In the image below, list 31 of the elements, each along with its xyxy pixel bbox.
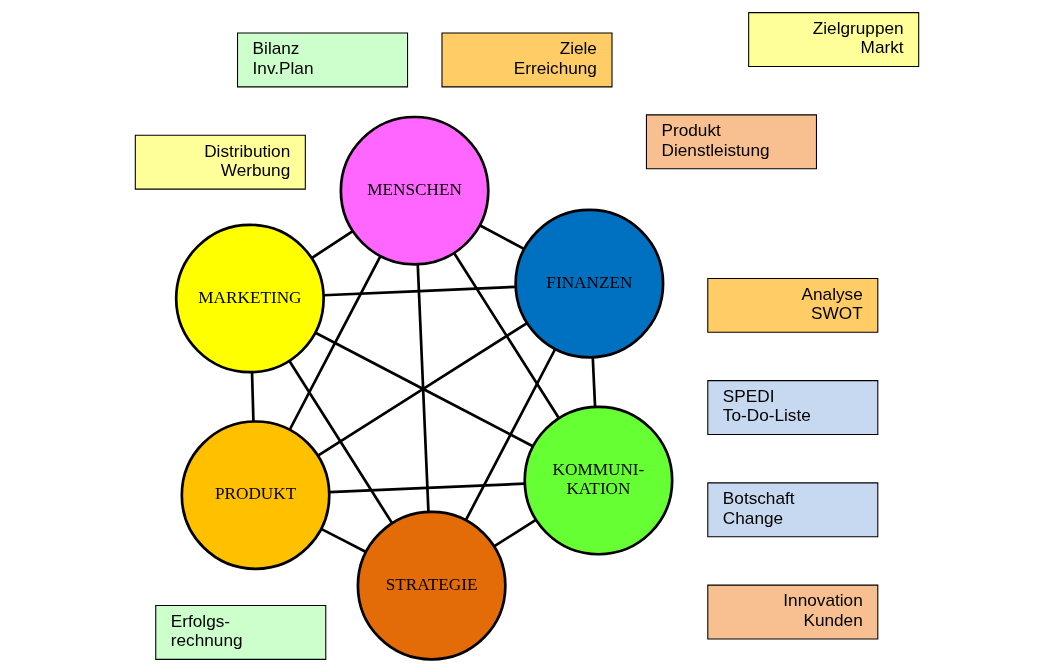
node-box: Zielgruppen Markt	[747, 12, 919, 67]
node-circle: STRATEGIE	[356, 510, 507, 661]
connector	[415, 264, 430, 512]
node-box: Bilanz Inv.Plan	[236, 32, 408, 88]
connector	[492, 518, 537, 548]
connector	[310, 230, 353, 260]
node-box: Distribution Werbung	[134, 134, 306, 190]
connector	[314, 331, 534, 448]
node-box: Analyse SWOT	[706, 277, 878, 333]
connector	[250, 372, 255, 422]
node-circle: MENSCHEN	[339, 115, 490, 266]
connector	[320, 527, 367, 554]
connector	[464, 348, 556, 521]
connector	[328, 482, 525, 494]
connector	[287, 360, 393, 525]
node-box: Ziele Erreichung	[440, 32, 613, 88]
node-box: SPEDI To-Do-Liste	[706, 380, 878, 435]
connector	[452, 252, 560, 419]
node-circle: PRODUKT	[180, 420, 331, 571]
connector	[323, 285, 516, 297]
connector	[590, 357, 596, 407]
node-circle: MARKETING	[174, 223, 325, 374]
connector	[288, 255, 381, 431]
connector	[316, 322, 528, 457]
node-box: Innovation Kunden	[706, 584, 878, 640]
node-circle: FINANZEN	[513, 208, 664, 359]
connector	[479, 224, 525, 251]
node-box: Produkt Dienstleistung	[645, 114, 817, 170]
node-circle: KOMMUNI- KATION	[522, 405, 673, 556]
node-box: Botschaft Change	[706, 482, 878, 538]
node-box: Erfolgs- rechnung	[154, 605, 326, 660]
